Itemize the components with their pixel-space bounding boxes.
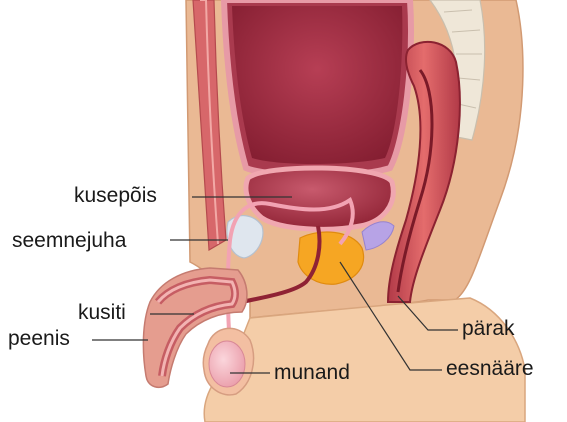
label-vas-deferens: seemnejuha bbox=[12, 230, 126, 251]
label-anus: pärak bbox=[462, 318, 515, 339]
label-prostate: eesnääre bbox=[446, 358, 534, 379]
label-testis: munand bbox=[274, 362, 350, 383]
label-penis: peenis bbox=[8, 328, 70, 349]
label-urethra: kusiti bbox=[78, 302, 126, 323]
testis bbox=[209, 341, 245, 387]
bladder bbox=[246, 168, 393, 229]
label-bladder: kusepõis bbox=[74, 185, 157, 206]
